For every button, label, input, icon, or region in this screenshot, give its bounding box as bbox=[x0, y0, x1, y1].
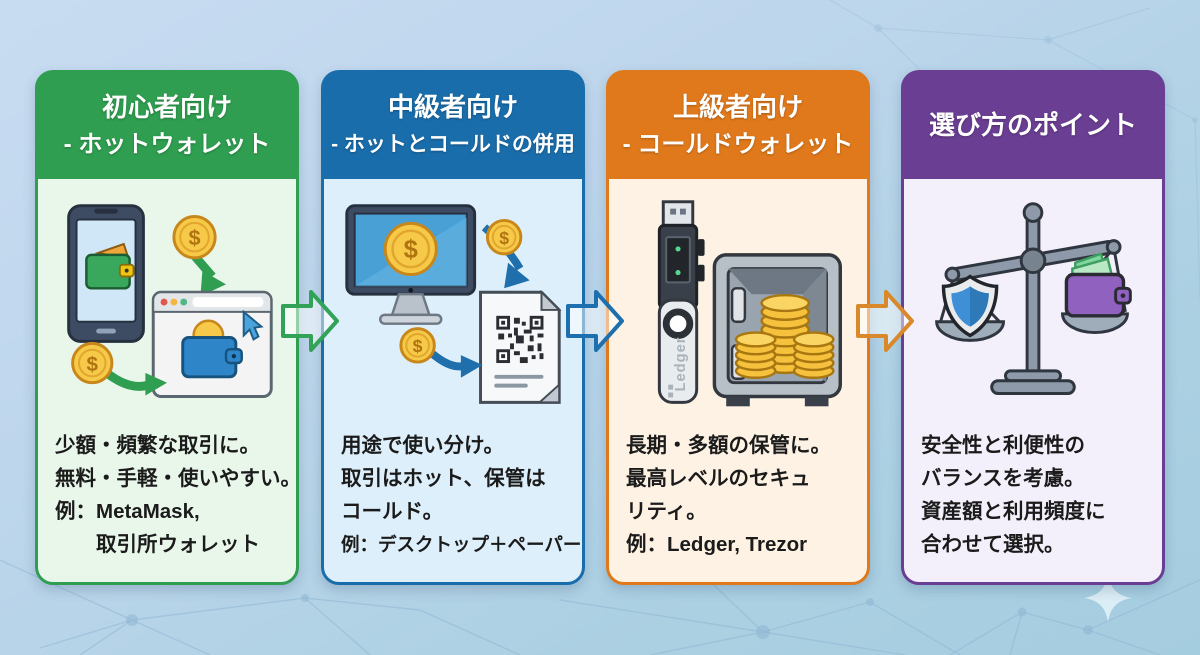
card-title-line1: 選び方のポイント bbox=[928, 110, 1137, 140]
card-header: 選び方のポイント bbox=[903, 72, 1163, 179]
flow-arrow-green bbox=[281, 288, 339, 354]
description-line: 例：MetaMask, bbox=[55, 500, 200, 523]
card-advanced-cold-wallet: 上級者向け - コールドウォレット Ledger bbox=[606, 70, 870, 585]
card-title-line2: - ホットウォレット bbox=[63, 130, 271, 158]
card-header: 中級者向け - ホットとコールドの併用 bbox=[323, 72, 583, 179]
svg-text:$: $ bbox=[413, 336, 423, 356]
coin-arrow-icon: $ bbox=[399, 327, 483, 378]
card-description: 用途で使い分け。 取引はホット、保管は コールド。 例：デスクトップ＋ペーパー bbox=[341, 429, 582, 561]
description-line: 用途で使い分け。 bbox=[341, 434, 504, 457]
card-title-line1: 初心者向け bbox=[101, 91, 232, 122]
description-line: 合わせて選択。 bbox=[921, 533, 1065, 556]
coin-stack-icon bbox=[734, 331, 777, 380]
description-line: 無料・手軽・使いやすい。 bbox=[55, 467, 301, 490]
card-description: 長期・多額の保管に。 最高レベルのセキュ リティ。 例：Ledger, Trez… bbox=[626, 429, 861, 561]
description-line: 例：Ledger, Trezor bbox=[626, 533, 808, 556]
card-title-line1: 上級者向け bbox=[672, 91, 803, 122]
shield-icon bbox=[941, 274, 999, 338]
description-line: 長期・多額の保管に。 bbox=[626, 434, 831, 457]
card-description: 少額・頻繁な取引に。 無料・手軽・使いやすい。 例：MetaMask, 取引所ウ… bbox=[55, 429, 301, 561]
card-beginner-hot-wallet: 初心者向け - ホットウォレット $ bbox=[35, 70, 301, 585]
safe-with-coins-icon bbox=[712, 253, 842, 407]
browser-wallet-icon bbox=[151, 290, 273, 398]
card-title-line2: - ホットとコールドの併用 bbox=[331, 132, 575, 156]
svg-text:$: $ bbox=[87, 353, 99, 376]
coin-stack-icon bbox=[792, 331, 835, 380]
hot-wallet-illustration: $ $ bbox=[38, 189, 296, 423]
description-line: 最高レベルのセキュ bbox=[626, 467, 811, 490]
coin-arrow-icon: $ bbox=[71, 341, 167, 396]
svg-text:$: $ bbox=[499, 228, 509, 248]
card-selection-points: 選び方のポイント bbox=[901, 70, 1165, 585]
card-intermediate-hybrid: 中級者向け - ホットとコールドの併用 $ $ bbox=[321, 70, 585, 585]
description-line: 取引所ウォレット bbox=[55, 533, 260, 556]
description-line: 例：デスクトップ＋ペーパー bbox=[341, 534, 582, 555]
card-header: 上級者向け - コールドウォレット bbox=[608, 72, 868, 179]
description-line: コールド。 bbox=[341, 500, 444, 523]
svg-text:$: $ bbox=[404, 236, 418, 264]
paper-wallet-qr-icon bbox=[479, 289, 562, 404]
svg-text:$: $ bbox=[189, 225, 201, 250]
card-description: 安全性と利便性の バランスを考慮。 資産額と利用頻度に 合わせて選択。 bbox=[921, 429, 1156, 561]
description-line: 資産額と利用頻度に bbox=[921, 500, 1106, 523]
smartphone-wallet-icon bbox=[67, 204, 145, 343]
description-line: リティ。 bbox=[626, 500, 707, 523]
description-line: 少額・頻繁な取引に。 bbox=[55, 434, 260, 457]
card-header: 初心者向け - ホットウォレット bbox=[37, 72, 297, 179]
coin-arrow-icon: $ bbox=[172, 215, 226, 297]
description-line: バランスを考慮。 bbox=[921, 467, 1085, 490]
description-line: 取引はホット、保管は bbox=[341, 467, 546, 490]
flow-arrow-orange bbox=[856, 288, 914, 354]
desktop-monitor-icon: $ bbox=[345, 204, 477, 325]
flow-arrow-blue bbox=[566, 288, 624, 354]
description-line: 安全性と利便性の bbox=[921, 434, 1085, 457]
card-title-line2: - コールドウォレット bbox=[622, 130, 854, 158]
cold-wallet-illustration: Ledger bbox=[609, 189, 867, 423]
device-brand-label: Ledger bbox=[673, 336, 689, 391]
coin-arrow-icon: $ bbox=[481, 218, 530, 289]
hybrid-wallet-illustration: $ $ bbox=[324, 189, 582, 423]
balance-scale-illustration bbox=[904, 189, 1162, 423]
wallet-icon bbox=[1064, 252, 1132, 318]
hardware-wallet-icon: Ledger bbox=[657, 200, 705, 404]
card-title-line1: 中級者向け bbox=[387, 91, 518, 122]
